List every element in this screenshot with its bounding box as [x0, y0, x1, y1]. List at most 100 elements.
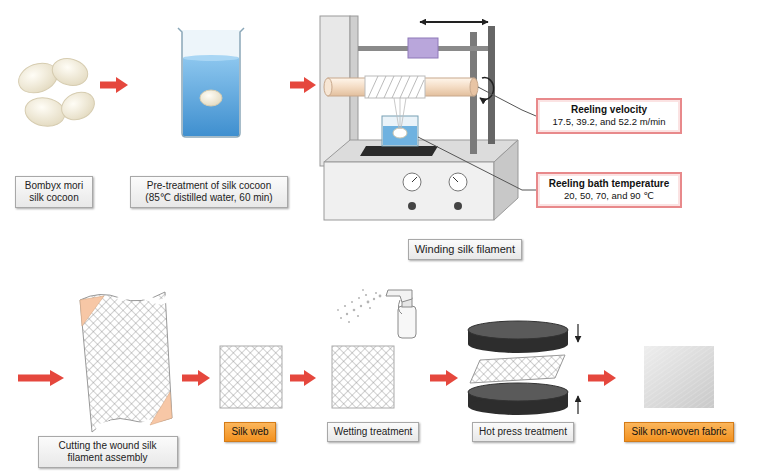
step-label: Hot press treatment [472, 422, 574, 442]
flow-arrow [100, 82, 116, 89]
wetting-sketch [357, 315, 359, 317]
wetting-sketch [367, 301, 370, 304]
wetting-sketch [386, 290, 412, 302]
reeling-machine [470, 78, 478, 96]
hot-press [468, 321, 578, 415]
reeling-machine [408, 38, 438, 58]
reeling-machine [480, 78, 494, 100]
process-step: Pre-treatment of silk cocoon (85℃ distil… [130, 12, 288, 208]
parameter-box: Reeling velocity17.5, 39.2, and 52.2 m/m… [536, 98, 682, 134]
wetting-sketch [337, 309, 339, 311]
hot-press [577, 396, 578, 414]
wetting-sketch [351, 301, 353, 303]
step-label: Wetting treatment [327, 422, 420, 442]
process-step: Bombyx mori silk cocoon [10, 48, 98, 208]
leader-line [522, 190, 536, 191]
step-text: Hot press treatment [479, 426, 567, 438]
reeling-machine [368, 76, 424, 98]
reeling-machine [494, 140, 518, 220]
beaker [200, 90, 222, 106]
result-label: Silk web [224, 422, 275, 442]
leader-line [478, 87, 522, 110]
connector-layer [100, 85, 604, 378]
silk-cocoons [57, 87, 99, 125]
reeling-machine [408, 202, 416, 210]
reeling-machine [324, 78, 332, 96]
wetting-sketch [398, 306, 416, 338]
value-text: 17.5, 39.2, and 52.2 m/min [542, 116, 676, 128]
step-text: Reeling bath temperature [542, 178, 676, 190]
wetting-sketch [365, 294, 367, 296]
wetting-sketch [348, 321, 350, 323]
step-text: Cutting the wound silk filament assembly [45, 440, 171, 464]
step-text: Pre-treatment of silk cocoon (85℃ distil… [137, 180, 281, 204]
flow-arrow [430, 375, 446, 382]
leader-line [418, 87, 522, 190]
silk-cocoons [23, 95, 67, 130]
silk-cocoons [49, 55, 91, 89]
wetting-sketch [358, 297, 360, 299]
flow-arrow [290, 82, 304, 89]
filament-assembly [80, 296, 104, 326]
reeling-machine [320, 16, 518, 220]
flow-arrow [182, 375, 198, 382]
beaker [183, 55, 239, 61]
reeling-machine [365, 76, 425, 98]
reeling-machine [324, 162, 494, 220]
reeling-machine [393, 128, 407, 138]
filament-assembly [118, 296, 168, 302]
wetting-sketch [379, 295, 382, 298]
nonwoven-fabric [644, 346, 714, 408]
wetting-sketch [332, 289, 416, 408]
filament-assembly [80, 292, 172, 432]
reeling-machine [360, 146, 438, 156]
value-text: 20, 50, 70, and 90 ℃ [542, 190, 676, 202]
flow-arrow [18, 370, 64, 386]
nonwoven-fabric [644, 346, 714, 408]
step-text: Silk web [231, 426, 268, 438]
filament-assembly [150, 392, 172, 425]
wetting-sketch [375, 292, 377, 294]
wetting-sketch [337, 289, 381, 323]
leader-line [522, 110, 536, 116]
nonwoven-fabric [644, 346, 714, 408]
silk-cocoons [14, 55, 98, 129]
step-text: Wetting treatment [334, 426, 413, 438]
reeling-machine [453, 177, 458, 182]
step-text: Winding silk filament [415, 243, 515, 256]
reeling-machine [449, 173, 467, 191]
reeling-machine [420, 21, 488, 23]
wetting-sketch [369, 307, 371, 309]
hot-press [470, 355, 565, 383]
flow-arrow [588, 375, 604, 382]
parameter-box: Reeling bath temperature20, 50, 70, and … [536, 172, 682, 208]
process-step: Winding silk filament [318, 8, 522, 260]
step-text: Bombyx mori silk cocoon [22, 180, 86, 204]
step-text: Silk non-woven fabric [631, 426, 726, 438]
step-label: Pre-treatment of silk cocoon (85℃ distil… [130, 176, 288, 208]
wetting-sketch [332, 346, 394, 408]
wetting-sketch [360, 305, 362, 307]
hot-press [468, 383, 568, 401]
reeling-machine [403, 173, 421, 191]
reeling-machine [412, 177, 417, 182]
process-step: Cutting the wound silk filament assembly [35, 282, 180, 468]
beaker [182, 30, 240, 137]
wetting-sketch [362, 289, 364, 291]
hot-press [468, 321, 568, 339]
filament-assembly [80, 292, 172, 432]
wetting-sketch [373, 298, 375, 300]
flow-arrow [290, 375, 304, 382]
beaker [178, 28, 244, 137]
beaker [183, 58, 239, 136]
reeling-machine [394, 98, 406, 129]
step-text: Reeling velocity [542, 104, 676, 116]
wetting-sketch [340, 317, 342, 319]
process-step: Silk web [212, 338, 288, 442]
leader-line [418, 137, 522, 190]
step-label: Bombyx mori silk cocoon [15, 176, 93, 208]
process-step: Hot press treatment [460, 318, 586, 442]
